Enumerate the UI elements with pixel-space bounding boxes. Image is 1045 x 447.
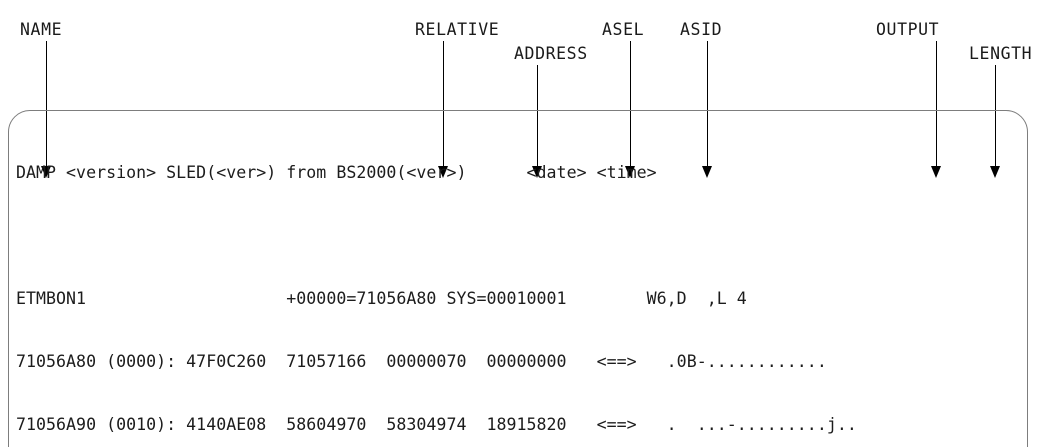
callout-leader-line-name [46, 41, 47, 166]
callout-label-asid: ASID [680, 20, 723, 39]
callout-arrowhead-name [41, 166, 51, 178]
callout-arrowhead-output [931, 166, 941, 178]
callout-leader-line-address [537, 65, 538, 166]
callout-arrowhead-address [532, 166, 542, 178]
window6-title-line: ETMBON1 +00000=71056A80 SYS=00010001 W6,… [16, 289, 747, 308]
callout-label-length: LENGTH [969, 44, 1033, 63]
callout-arrowhead-relative [438, 166, 448, 178]
callout-leader-line-asel [630, 41, 631, 166]
terminal-output: DAMP <version> SLED(<ver>) from BS2000(<… [16, 120, 1028, 447]
callout-label-relative: RELATIVE [415, 20, 500, 39]
callout-label-name: NAME [20, 20, 63, 39]
dump-row: 71056A80 (0000): 47F0C260 71057166 00000… [16, 352, 827, 371]
callout-label-asel: ASEL [602, 20, 645, 39]
callout-arrowhead-asel [625, 166, 635, 178]
callout-leader-line-output [936, 41, 937, 166]
spacer-line [16, 225, 1028, 246]
damp-header-line: DAMP <version> SLED(<ver>) from BS2000(<… [16, 163, 657, 182]
callout-label-output: OUTPUT [876, 20, 940, 39]
callout-label-address: ADDRESS [514, 44, 588, 63]
callout-leader-line-asid [707, 41, 708, 166]
callout-leader-line-relative [443, 41, 444, 166]
dump-row: 71056A90 (0010): 4140AE08 58604970 58304… [16, 415, 857, 434]
callout-arrowhead-asid [702, 166, 712, 178]
callout-leader-line-length [995, 65, 996, 166]
callout-arrowhead-length [990, 166, 1000, 178]
terminal-frame [8, 110, 1028, 447]
